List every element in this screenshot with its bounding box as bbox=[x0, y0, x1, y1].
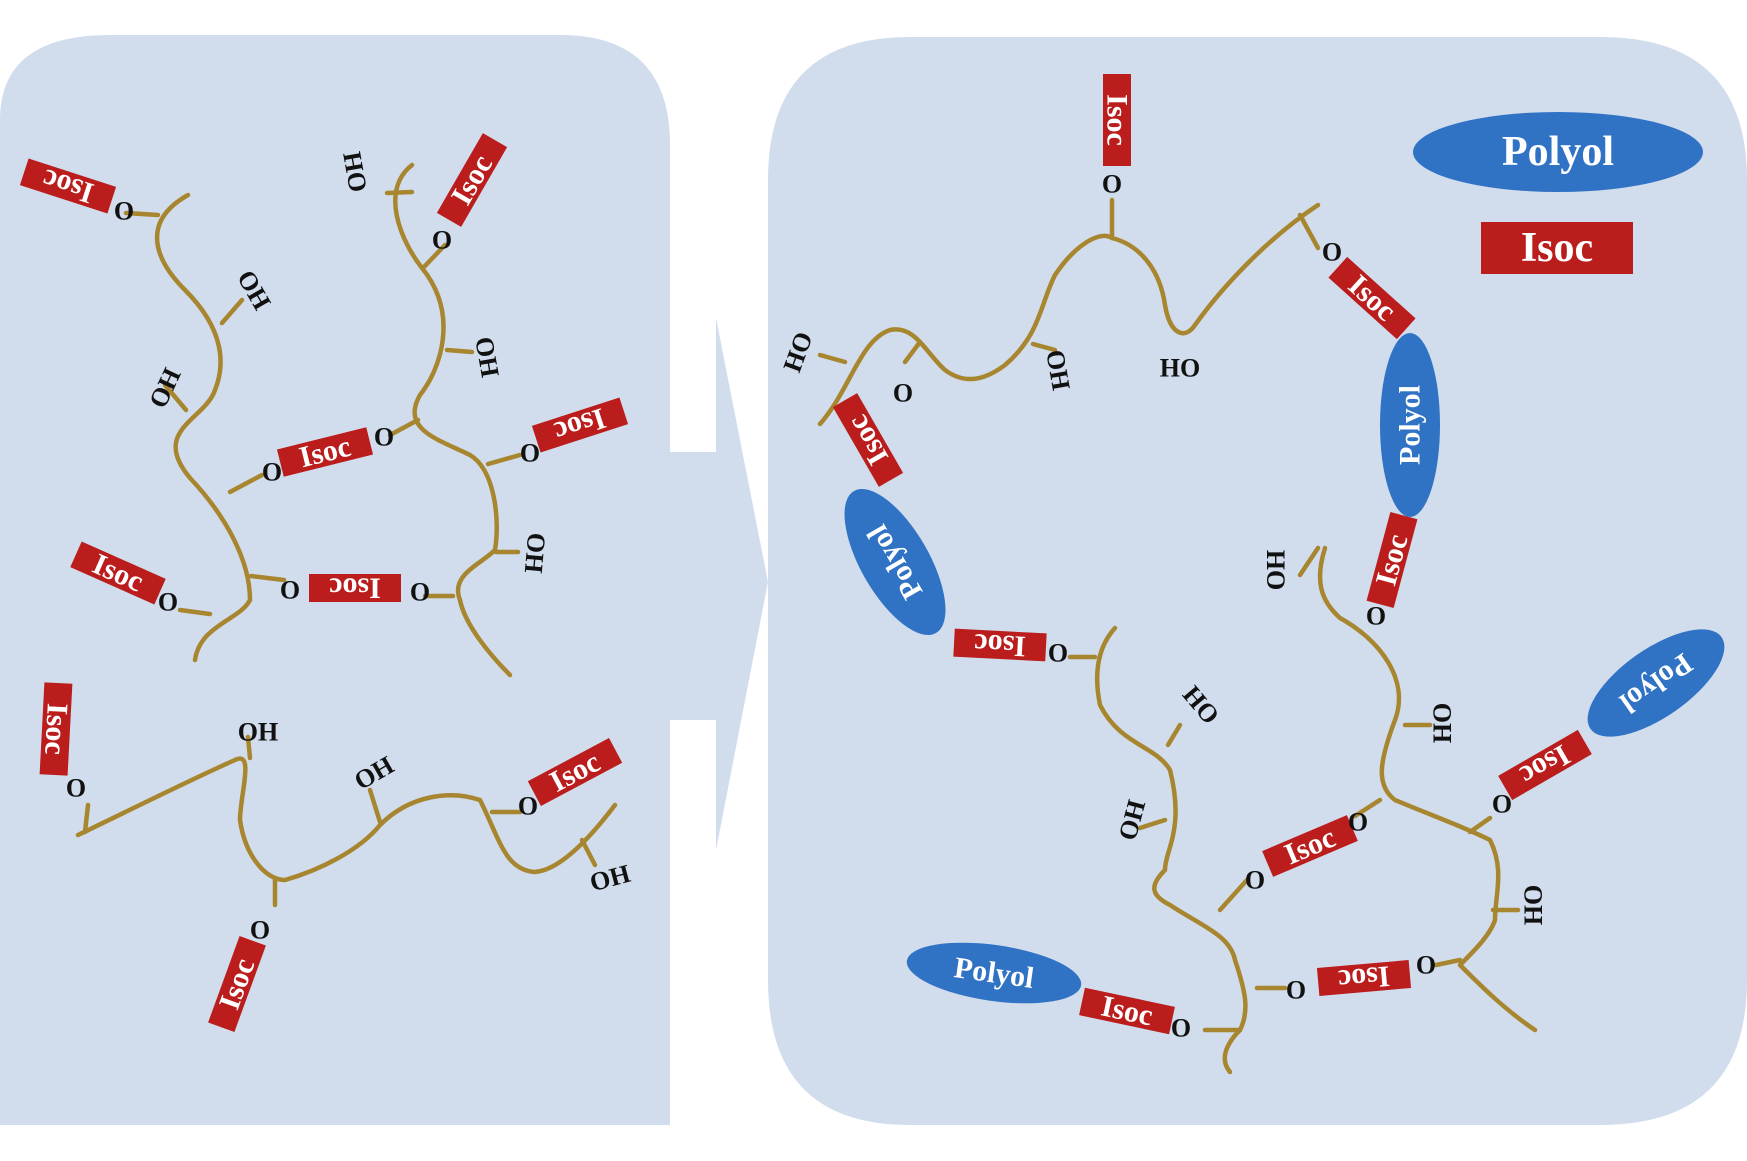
hydroxyl-label: OH bbox=[1519, 885, 1548, 925]
hydroxyl-label: OH bbox=[1040, 348, 1076, 393]
hydroxyl-label: OH bbox=[469, 335, 505, 380]
legend-polyol-swatch bbox=[1413, 112, 1703, 192]
right-panel bbox=[768, 37, 1747, 1125]
right-polyol-4: Polyol bbox=[906, 942, 1082, 1004]
legend: Polyol Isoc bbox=[1413, 112, 1703, 274]
oxygen-atom: O bbox=[518, 792, 538, 821]
isoc-label: Isoc bbox=[329, 572, 381, 605]
right-polyol-1: Polyol bbox=[1380, 333, 1440, 517]
oxygen-atom: O bbox=[893, 379, 913, 408]
oxygen-atom: O bbox=[158, 588, 178, 617]
hydroxyl-label: OH bbox=[519, 532, 551, 575]
oxygen-atom: O bbox=[262, 458, 282, 487]
process-arrow bbox=[665, 318, 768, 850]
oxygen-atom: O bbox=[250, 916, 270, 945]
isoc-label: Isoc bbox=[1101, 94, 1134, 146]
hydroxyl-label: OH bbox=[238, 718, 278, 747]
right-chain-c bbox=[1297, 545, 1538, 1033]
right-chain-b bbox=[1067, 625, 1288, 1075]
isoc-label: Isoc bbox=[973, 627, 1026, 663]
oxygen-atom: O bbox=[1171, 1014, 1191, 1043]
oxygen-atom: O bbox=[1416, 951, 1436, 980]
oxygen-atom: O bbox=[1492, 790, 1512, 819]
oxygen-atom: O bbox=[1048, 639, 1068, 668]
oxygen-atom: O bbox=[1348, 808, 1368, 837]
right-isoc-1: Isoc bbox=[1101, 74, 1134, 166]
legend-isoc-label: Isoc bbox=[1521, 225, 1593, 271]
right-isoc-5: Isoc bbox=[953, 627, 1047, 663]
left-isoc-7: Isoc bbox=[38, 682, 74, 776]
hydroxyl-label: OH bbox=[1262, 550, 1291, 590]
oxygen-atom: O bbox=[520, 439, 540, 468]
hydroxyl-label: HO bbox=[1160, 354, 1200, 383]
isoc-label: Isoc bbox=[38, 702, 74, 755]
hydroxyl-label: OH bbox=[1428, 703, 1457, 743]
oxygen-atom: O bbox=[1366, 602, 1386, 631]
oxygen-atom: O bbox=[280, 576, 300, 605]
left-chain-a bbox=[123, 192, 287, 663]
right-isoc-8: Isoc bbox=[1316, 959, 1412, 997]
oxygen-atom: O bbox=[66, 774, 86, 803]
legend-polyol-label: Polyol bbox=[1502, 129, 1614, 175]
oxygen-atom: O bbox=[114, 197, 134, 226]
isoc-label: Isoc bbox=[1337, 959, 1391, 996]
left-chain-b bbox=[384, 162, 523, 678]
legend-isoc-swatch bbox=[1481, 222, 1633, 274]
left-isoc-6: Isoc bbox=[309, 572, 401, 605]
oxygen-atom: O bbox=[1102, 170, 1122, 199]
oxygen-atom: O bbox=[432, 226, 452, 255]
left-chain-c bbox=[75, 734, 618, 908]
right-chain-a bbox=[817, 197, 1321, 427]
hydroxyl-label: OH bbox=[337, 150, 373, 195]
oxygen-atom: O bbox=[1322, 238, 1342, 267]
oxygen-atom: O bbox=[374, 423, 394, 452]
oxygen-atom: O bbox=[1286, 976, 1306, 1005]
polyol-label: Polyol bbox=[1394, 385, 1427, 465]
oxygen-atom: O bbox=[1245, 866, 1265, 895]
oxygen-atom: O bbox=[410, 578, 430, 607]
